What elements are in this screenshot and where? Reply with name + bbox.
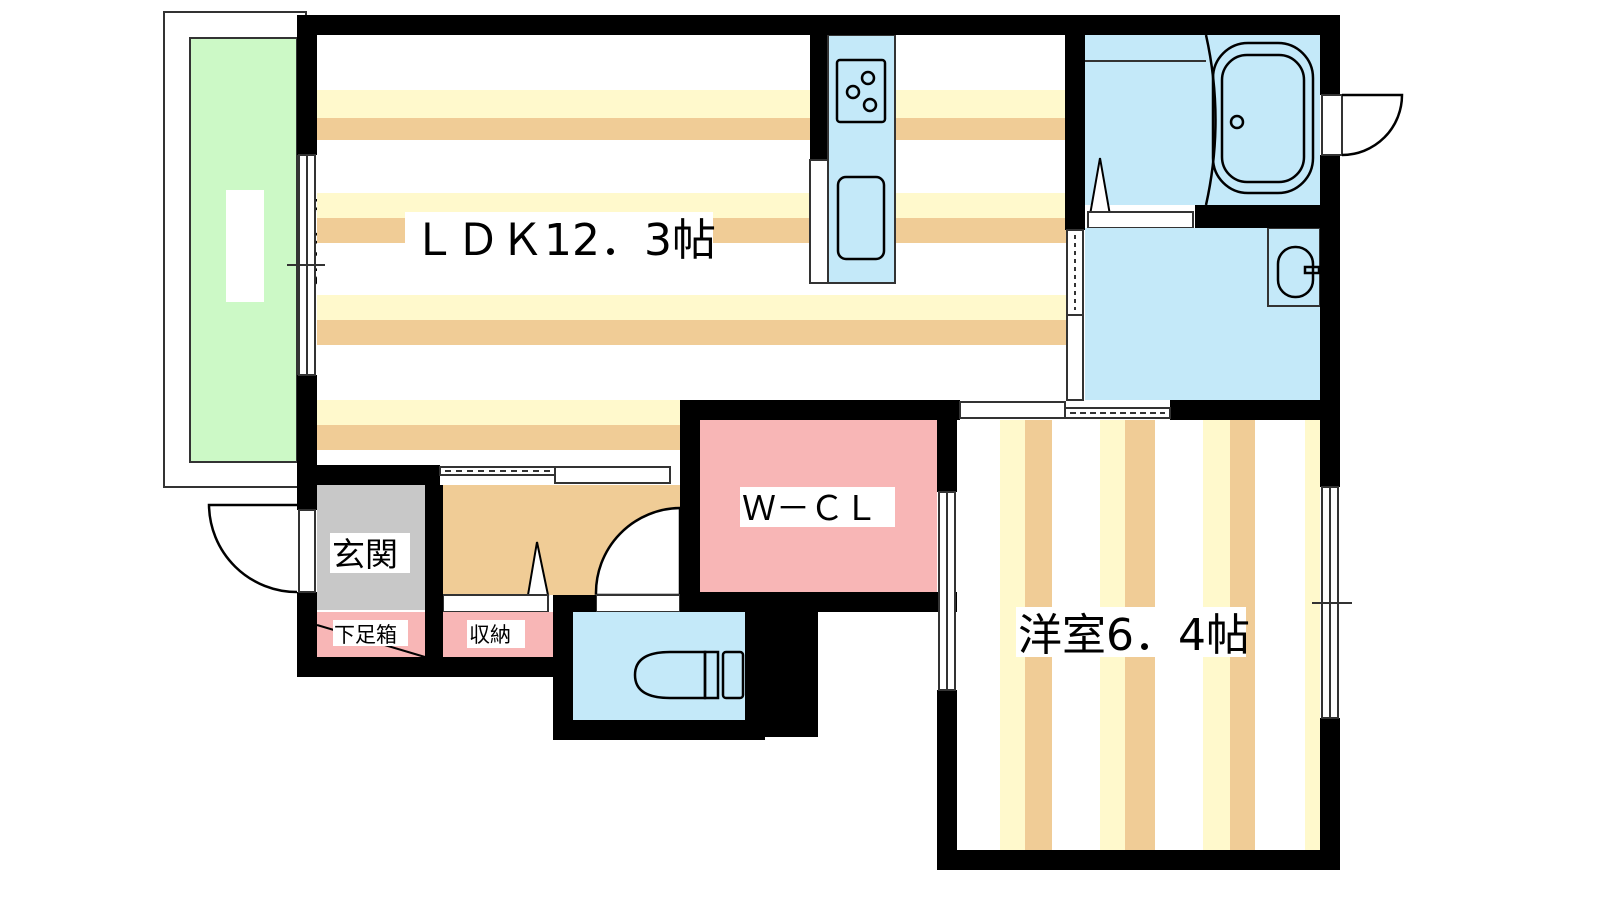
entrance-door-swing <box>207 503 298 594</box>
wcl-label: Ｗ－ＣＬ <box>742 489 878 529</box>
ldk-floor <box>317 35 1067 465</box>
washroom <box>1085 227 1321 400</box>
shoe-cabinet-label: 下足箱 <box>334 623 397 647</box>
bathtub-icon <box>1211 41 1315 195</box>
storage-label: 収納 <box>469 623 511 647</box>
western-room-label: 洋室6．4帖 <box>1018 610 1250 661</box>
bath-door-swing <box>1341 93 1404 157</box>
western-room <box>957 420 1320 850</box>
toilet-room <box>573 612 745 720</box>
stove-icon <box>835 58 887 124</box>
toilet-icon <box>633 650 707 700</box>
door-swing <box>594 506 682 597</box>
ldk-label: ＬＤＫ12．3帖 <box>412 215 716 266</box>
walls <box>297 15 1340 870</box>
sink-icon <box>836 175 886 261</box>
bathroom <box>1085 34 1320 229</box>
entrance-label: 玄関 <box>332 535 398 574</box>
openings <box>287 94 1352 719</box>
kitchen-counter <box>809 34 896 284</box>
